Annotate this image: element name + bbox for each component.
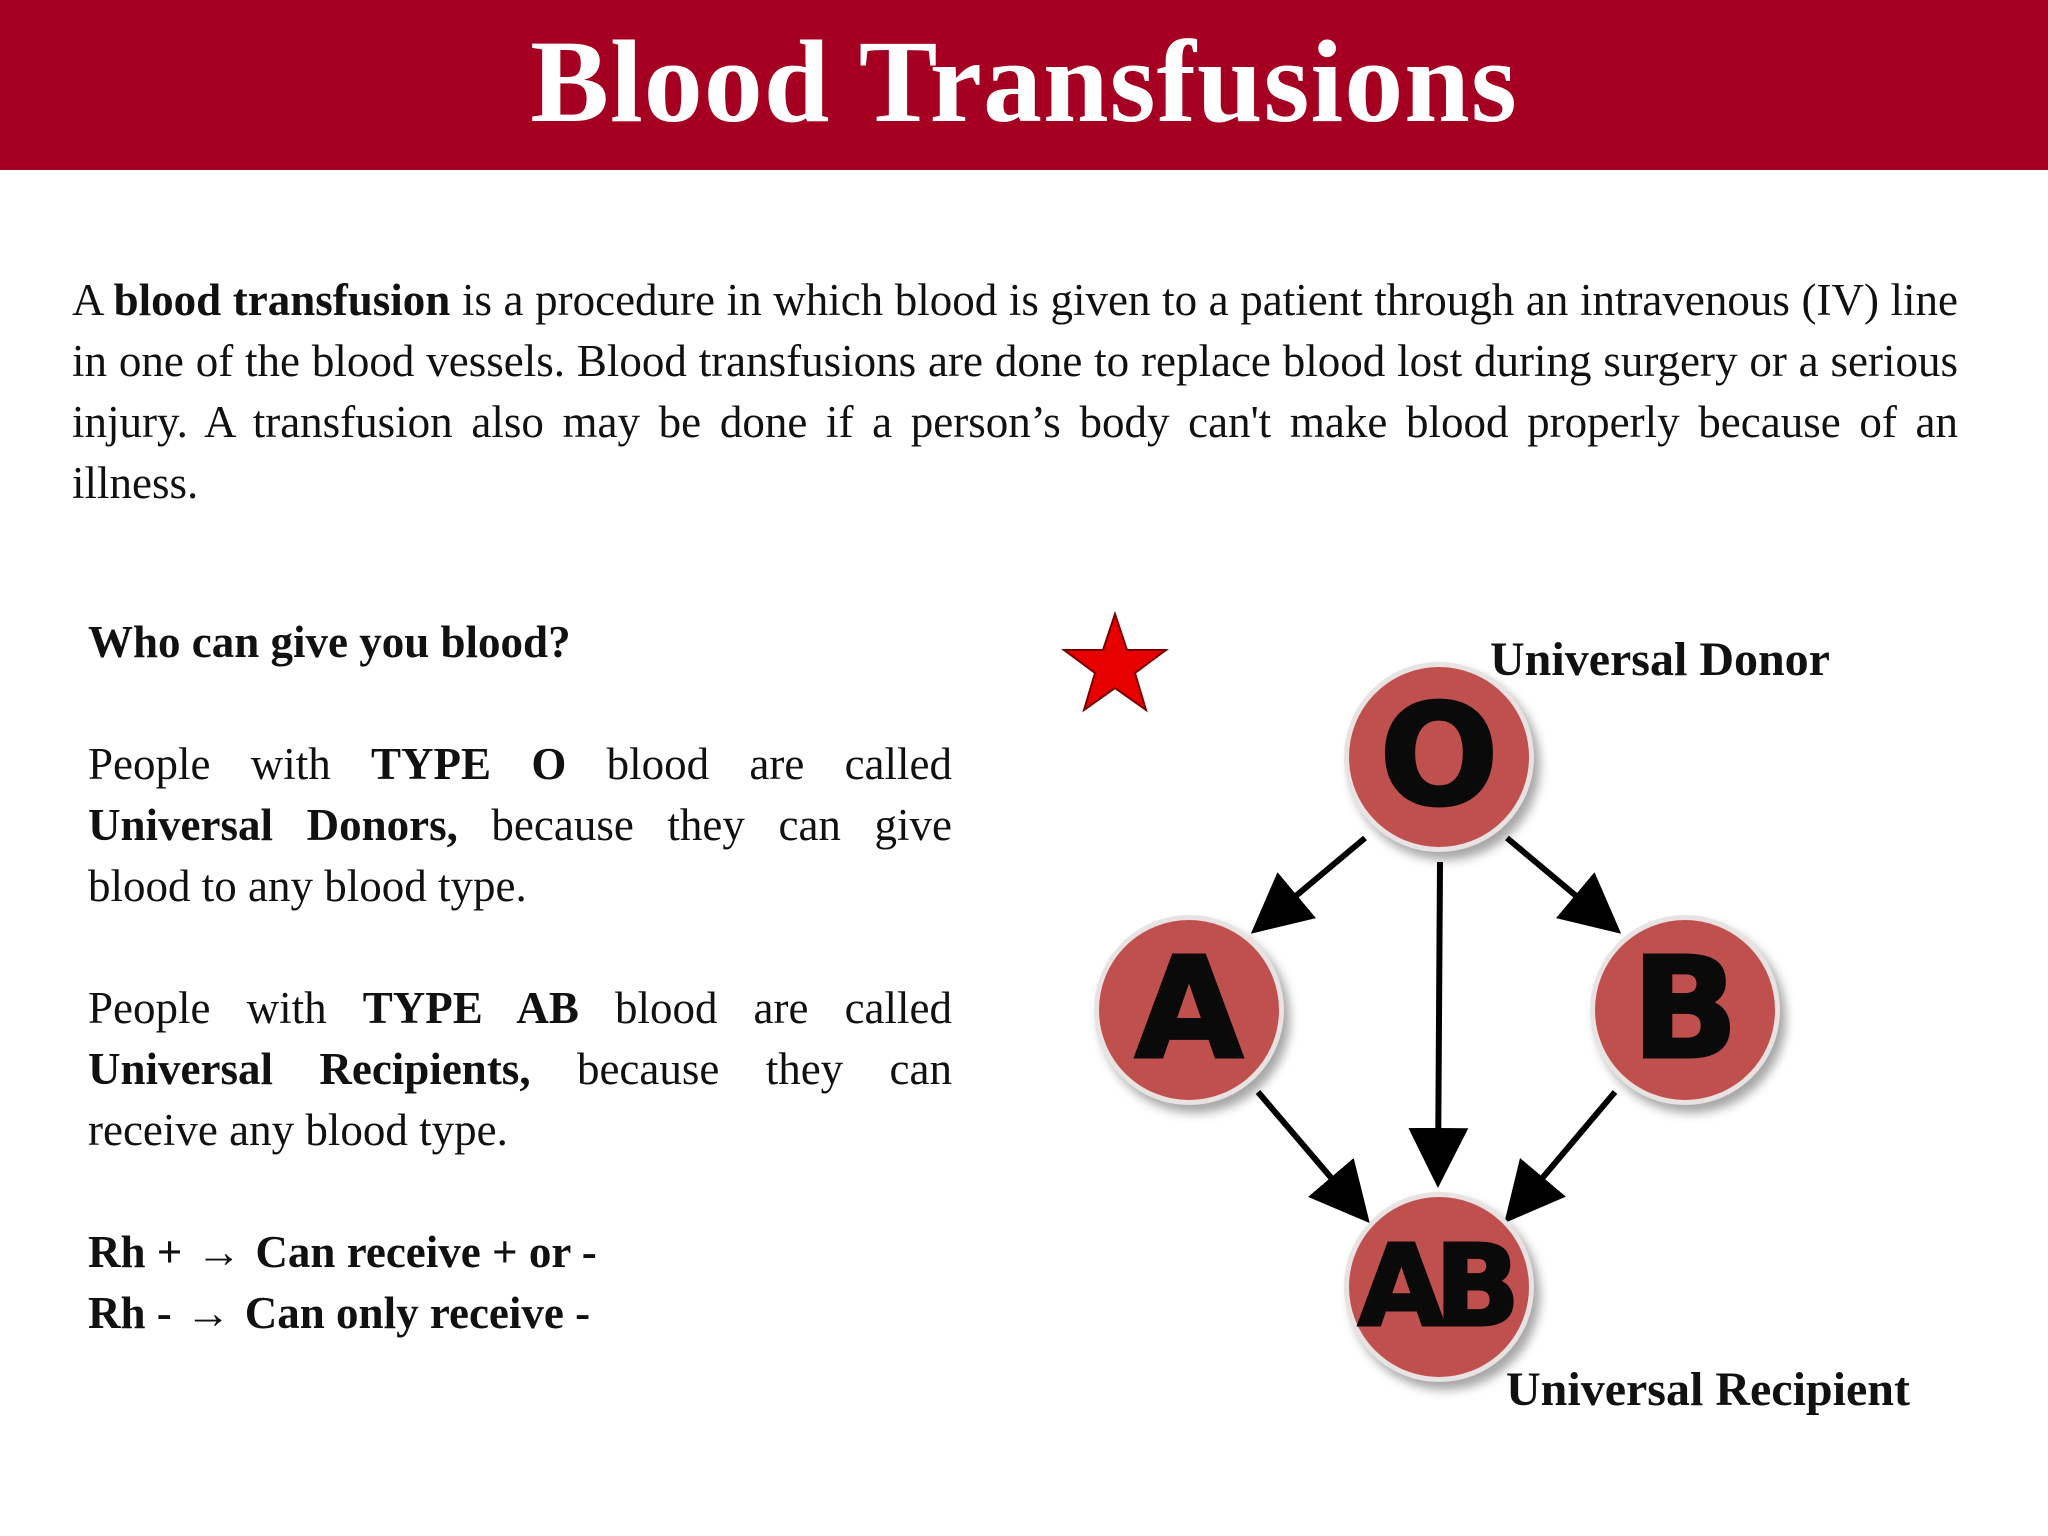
- arrow-right-icon: →: [185, 1288, 231, 1338]
- donor-bold-2: Universal Donors,: [88, 800, 458, 850]
- arrow-b-to-ab: [1504, 1090, 1618, 1224]
- rh-positive-label: Rh +: [88, 1227, 183, 1277]
- intro-text: is a procedure in which blood is given t…: [72, 275, 1959, 508]
- donor-text-2: blood are called: [566, 739, 952, 789]
- question-heading: Who can give you blood?: [88, 617, 571, 667]
- intro-term: blood transfusion: [113, 275, 451, 325]
- page-title: Blood Transfusions: [530, 16, 1518, 147]
- intro-lead: A: [72, 275, 114, 325]
- rh-positive-text: Can receive + or -: [255, 1227, 597, 1277]
- diagram-arrows: [1250, 835, 1622, 1224]
- donor-bold-1: TYPE O: [371, 739, 567, 789]
- explanation-column: Who can give you blood? People with TYPE…: [88, 612, 952, 1344]
- blood-type-a-node: A: [1094, 915, 1284, 1105]
- arrow-o-to-ab: [1408, 861, 1469, 1188]
- recipient-bold-2: Universal Recipients,: [88, 1044, 531, 1094]
- title-banner: Blood Transfusions: [0, 0, 2048, 170]
- rh-positive-rule: Rh + → Can receive + or -: [88, 1222, 952, 1283]
- recipient-paragraph: People with TYPE AB blood are called Uni…: [88, 978, 952, 1161]
- blood-type-a-label: A: [1133, 928, 1244, 1091]
- rh-negative-label: Rh -: [88, 1288, 172, 1338]
- rh-negative-rule: Rh - → Can only receive -: [88, 1283, 952, 1344]
- blood-type-b-label: B: [1630, 928, 1740, 1091]
- rh-rules: Rh +→Can receive + or - Rh -→Can only re…: [88, 1222, 952, 1344]
- recipient-text-2: blood are called: [578, 983, 953, 1033]
- blood-type-b-node: B: [1590, 915, 1780, 1105]
- star-icon: [1060, 610, 1170, 713]
- blood-type-o-node: O: [1344, 662, 1534, 852]
- arrow-right-icon: →: [196, 1227, 242, 1277]
- arrow-o-to-b: [1505, 835, 1622, 934]
- donor-text-3: because they can give blood to any blood…: [88, 800, 952, 911]
- recipient-text-3: because they can receive any blood type.: [88, 1044, 952, 1155]
- recipient-text-1: People with: [88, 983, 363, 1033]
- blood-type-o-label: O: [1378, 675, 1500, 838]
- arrow-a-to-ab: [1255, 1090, 1370, 1224]
- blood-type-diagram: Universal Donor O A B AB Universal Recip…: [1060, 610, 2000, 1440]
- recipient-bold-1: TYPE AB: [362, 983, 579, 1033]
- blood-type-ab-node: AB: [1344, 1192, 1534, 1382]
- rh-negative-text: Can only receive -: [244, 1288, 591, 1338]
- universal-recipient-label: Universal Recipient: [1506, 1363, 1910, 1416]
- donor-paragraph: People with TYPE O blood are called Univ…: [88, 734, 952, 917]
- universal-donor-label: Universal Donor: [1490, 633, 1830, 686]
- arrow-o-to-a: [1250, 835, 1367, 934]
- intro-paragraph: A blood transfusion is a procedure in wh…: [72, 270, 1958, 514]
- donor-text-1: People with: [88, 739, 372, 789]
- blood-type-ab-label: AB: [1356, 1222, 1521, 1352]
